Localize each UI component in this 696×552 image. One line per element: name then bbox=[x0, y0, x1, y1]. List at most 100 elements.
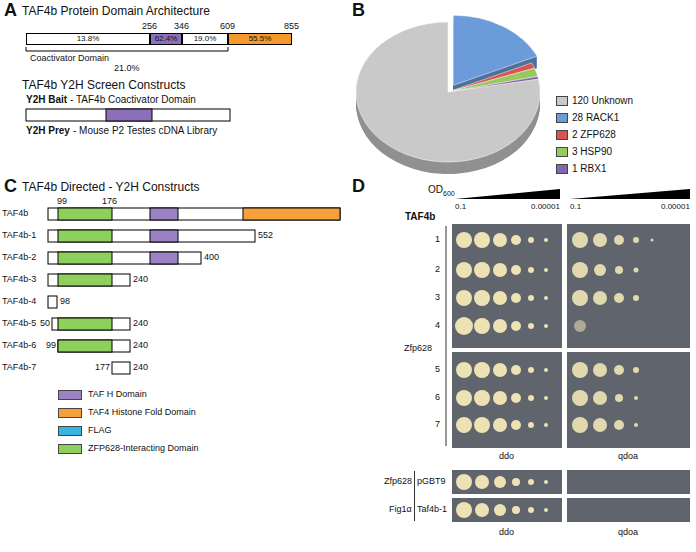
legend-swatch bbox=[556, 130, 568, 140]
segment-percent: 19.0% bbox=[194, 35, 217, 43]
yeast-spot bbox=[544, 324, 548, 328]
legend-text: 120 Unknown bbox=[572, 95, 633, 107]
coactivator-bracket bbox=[26, 47, 228, 51]
yeast-spot bbox=[544, 368, 548, 372]
interacting-domain bbox=[58, 318, 112, 330]
legend-swatch bbox=[556, 147, 568, 157]
yeast-spot bbox=[614, 293, 624, 303]
legend-swatch bbox=[556, 164, 568, 174]
yeast-spot bbox=[528, 237, 534, 243]
plate bbox=[567, 498, 690, 522]
figure-label: TAF4b-5 bbox=[2, 318, 36, 329]
figure-label: 0.1 bbox=[570, 202, 581, 212]
yeast-spot bbox=[493, 263, 507, 277]
interacting-domain bbox=[58, 208, 112, 220]
yeast-spot bbox=[475, 475, 489, 489]
yeast-spot bbox=[614, 365, 624, 375]
construct-bar bbox=[48, 208, 340, 220]
yeast-spot bbox=[493, 233, 507, 247]
yeast-spot bbox=[493, 291, 507, 305]
figure-label: - TAF4b Coactivator Domain bbox=[70, 94, 196, 106]
yeast-spot bbox=[651, 239, 654, 242]
figure-label: 0.00001 bbox=[531, 202, 560, 212]
figure-label: TAF4b-1 bbox=[2, 230, 36, 241]
yeast-spot bbox=[633, 367, 639, 373]
figure-label: TAF4b-7 bbox=[2, 362, 36, 373]
legend-swatch bbox=[58, 390, 82, 400]
figure-label: TAF4b bbox=[2, 208, 28, 219]
yeast-spot bbox=[511, 265, 521, 275]
yeast-spot bbox=[493, 391, 507, 405]
yeast-spot bbox=[615, 266, 623, 274]
yeast-spot bbox=[594, 264, 606, 276]
plate bbox=[452, 352, 562, 448]
figure-label: 3 bbox=[435, 292, 440, 303]
yeast-spot bbox=[593, 291, 607, 305]
plate bbox=[452, 498, 562, 522]
yeast-spot bbox=[494, 476, 506, 488]
yeast-spot bbox=[528, 507, 534, 513]
figure-label: 256 bbox=[142, 21, 157, 32]
pie-slice bbox=[356, 22, 540, 162]
yeast-spot bbox=[614, 420, 624, 430]
figure-label: TAF4b Y2H Screen Constructs bbox=[22, 78, 186, 92]
figure-label: Zfp628 bbox=[384, 476, 412, 487]
yeast-spot bbox=[572, 290, 588, 306]
yeast-spot bbox=[528, 395, 534, 401]
yeast-spot bbox=[633, 295, 639, 301]
yeast-spot bbox=[456, 290, 472, 306]
yeast-spot bbox=[593, 233, 607, 247]
yeast-spot bbox=[511, 235, 521, 245]
separator-line bbox=[414, 471, 415, 521]
interacting-domain bbox=[58, 252, 112, 264]
legend-swatch bbox=[58, 444, 82, 454]
group-line bbox=[446, 226, 447, 446]
yeast-spot bbox=[593, 363, 607, 377]
yeast-spot bbox=[528, 323, 534, 329]
yeast-spot bbox=[528, 367, 534, 373]
yeast-spot bbox=[593, 418, 607, 432]
figure-label: Coactivator Domain bbox=[30, 53, 109, 64]
plate bbox=[567, 224, 690, 348]
figure-label: 609 bbox=[220, 21, 235, 32]
yeast-spot bbox=[572, 417, 588, 433]
bait-domain bbox=[106, 109, 152, 121]
plate bbox=[567, 352, 690, 448]
figure-label: ddo bbox=[499, 451, 514, 462]
yeast-spot bbox=[614, 235, 624, 245]
yeast-spot bbox=[572, 362, 588, 378]
interacting-domain bbox=[58, 274, 112, 286]
panel-letter: C bbox=[4, 176, 17, 198]
figure-label: qdoa bbox=[618, 527, 638, 538]
yeast-spot bbox=[528, 295, 534, 301]
yeast-spot bbox=[544, 508, 548, 512]
figure-label: TAF4b-3 bbox=[2, 274, 36, 285]
figure-label: TAF4b bbox=[405, 211, 435, 223]
tafh-domain bbox=[150, 230, 178, 242]
figure-label: 99 bbox=[57, 196, 67, 207]
segment-percent: 13.8% bbox=[77, 35, 100, 43]
legend-text: TAF4 Histone Fold Domain bbox=[88, 407, 196, 418]
legend-text: TAF H Domain bbox=[88, 389, 147, 400]
figure-label: 400 bbox=[204, 252, 219, 263]
domain-segment: 55.5% bbox=[228, 33, 292, 45]
figure-label: TAF4b Protein Domain Architecture bbox=[22, 4, 210, 18]
plate bbox=[452, 470, 562, 494]
domain-segment: 13.8% bbox=[26, 33, 150, 45]
figure-label: qdoa bbox=[618, 451, 638, 462]
yeast-spot bbox=[528, 267, 534, 273]
domain-segment: 19.0% bbox=[182, 33, 228, 45]
figure-label: 1 bbox=[435, 234, 440, 245]
yeast-spot bbox=[528, 479, 534, 485]
figure-label: Zfp628 bbox=[404, 343, 432, 354]
figure-label: OD bbox=[428, 184, 443, 196]
yeast-spot bbox=[544, 480, 548, 484]
figure-label: 21.0% bbox=[114, 63, 140, 74]
yeast-spot bbox=[474, 390, 490, 406]
figure-label: TAF4b Directed - Y2H Constructs bbox=[22, 180, 200, 194]
yeast-spot bbox=[493, 418, 507, 432]
interacting-domain bbox=[58, 230, 112, 242]
construct-bar bbox=[48, 252, 201, 264]
figure-label: 0.00001 bbox=[661, 202, 690, 212]
yeast-spot bbox=[493, 319, 507, 333]
